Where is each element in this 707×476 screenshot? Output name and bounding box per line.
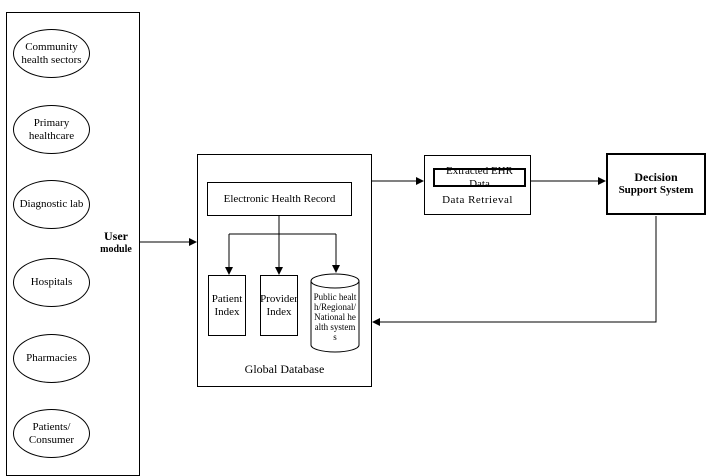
decision-support-line2: Support System [618,184,694,196]
ehr-box: Electronic Health Record [207,182,352,216]
public-health-cylinder [310,273,360,353]
ellipse-community-health-sectors: Community health sectors [13,29,90,78]
ellipse-hospitals: Hospitals [13,258,90,307]
user-module-label-line2: module [100,244,132,255]
arrow-dss-to-db [372,216,657,326]
provider-index-box: Provider Index [260,275,298,336]
data-retrieval-label: Data Retrieval [442,194,513,206]
patient-index-box: Patient Index [208,275,246,336]
extracted-ehr-data-box: Extracted EHR Data [433,165,526,190]
user-module-label: User module [92,229,140,257]
public-health-label: Public health/Regional/National health s… [313,292,357,342]
data-retrieval-box [424,155,531,215]
decision-support-line1: Decision [634,170,678,184]
ellipse-pharmacies: Pharmacies [13,334,90,383]
global-database-title: Global Database [244,362,325,376]
global-database-box [197,154,372,387]
ellipse-diagnostic-lab: Diagnostic lab [13,180,90,229]
decision-support-box: Decision Support System [606,153,706,215]
user-module-label-line1: User [104,229,128,243]
ellipse-primary-healthcare: Primary healthcare [13,105,90,154]
ellipse-patients-consumer: Patients/ Consumer [13,409,90,458]
